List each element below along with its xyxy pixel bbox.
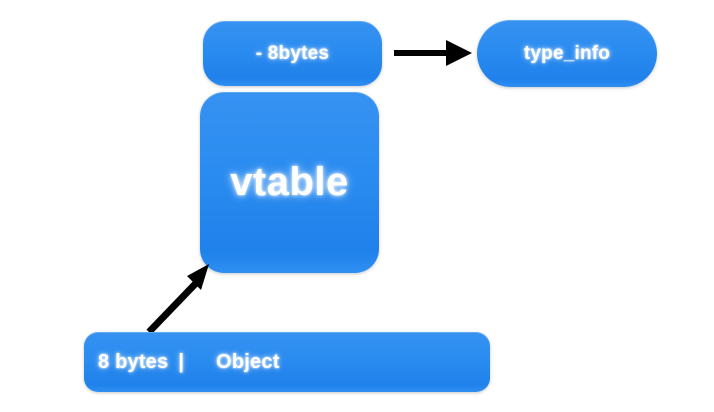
offset-box: - 8bytes bbox=[203, 21, 382, 86]
type-info-box-label: type_info bbox=[523, 42, 611, 64]
arrow-up-right-icon bbox=[146, 264, 209, 335]
object-bar-size-label: 8 bytes bbox=[98, 350, 169, 373]
vtable-box: vtable bbox=[200, 92, 379, 273]
vtable-box-label: vtable bbox=[230, 160, 349, 204]
object-bar-separator: | bbox=[178, 350, 185, 373]
offset-box-label: - 8bytes bbox=[255, 42, 330, 64]
arrow-right-icon bbox=[394, 40, 472, 66]
object-bar-name-label: Object bbox=[216, 350, 280, 373]
type-info-box: type_info bbox=[477, 20, 657, 87]
object-bar: 8 bytes | Object bbox=[84, 332, 490, 392]
